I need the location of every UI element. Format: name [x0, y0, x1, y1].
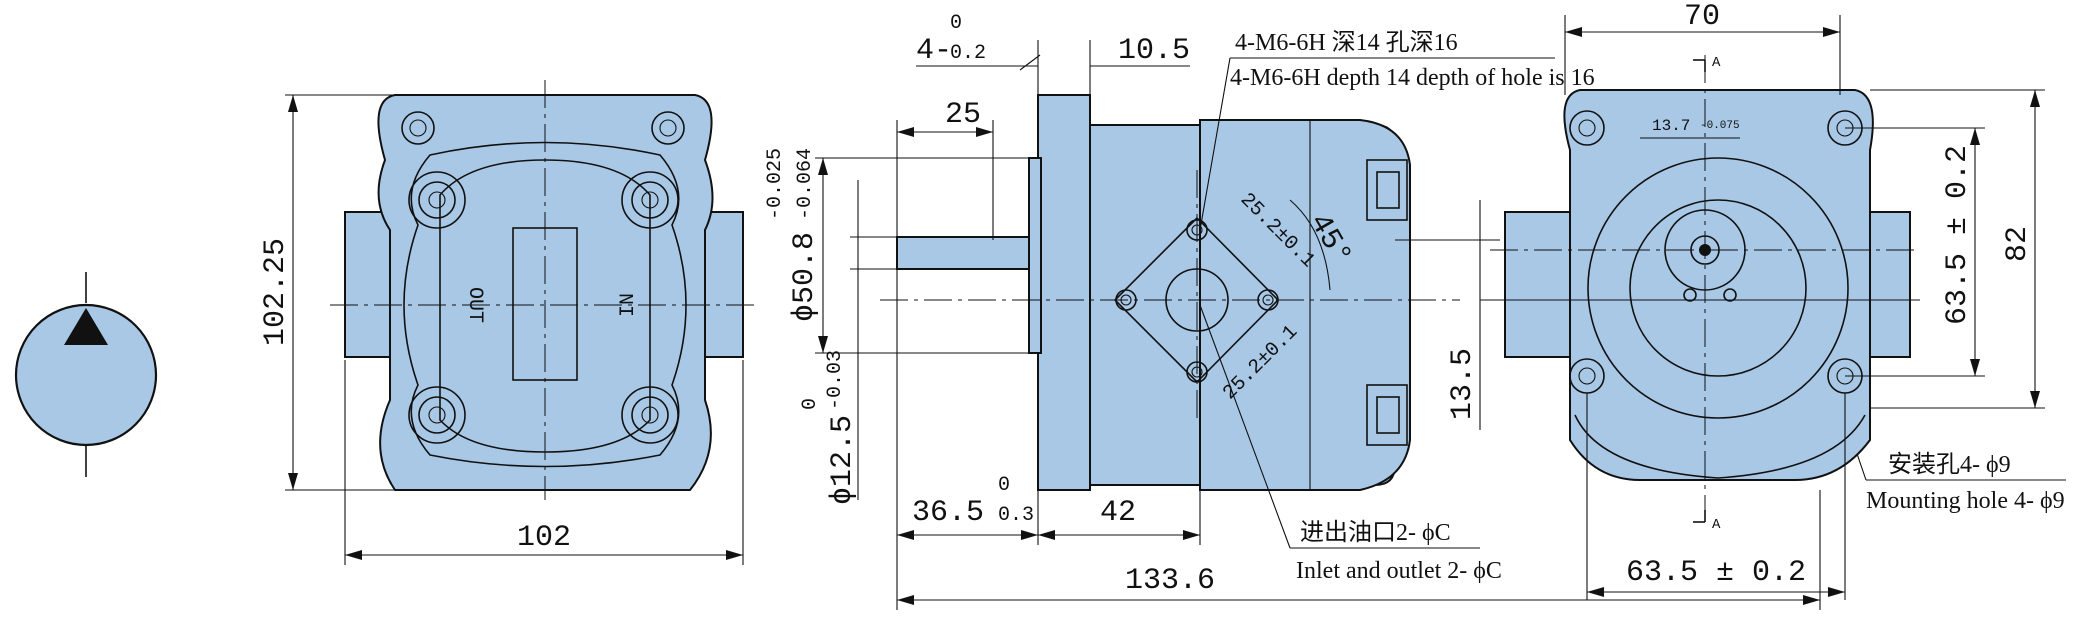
total-length-dim: 133.6: [1125, 564, 1215, 598]
offset-dim: 13.5: [1446, 348, 1480, 420]
bolt-head-tl: [408, 171, 466, 229]
mount-note-cn: 安装孔4- ϕ9: [1888, 451, 2011, 478]
rear-bolt-vertical-dim: 63.5 ± 0.2: [1941, 145, 1975, 325]
section-label-bottom: A: [1712, 517, 1721, 533]
key-dim: 13.7: [1652, 117, 1690, 135]
rear-width-dim: 70: [1684, 0, 1720, 34]
key-dim-tol: -0.075: [1700, 120, 1740, 132]
section-label-top: A: [1712, 55, 1721, 71]
flange-dim: 10.5: [1118, 34, 1190, 68]
shaft-length-dim: 36.5: [912, 496, 984, 530]
pilot-tol-lower: -0.064: [794, 148, 817, 220]
ports-note-en: Inlet and outlet 2- ϕC: [1296, 558, 1502, 584]
shaft-length-tol-upper: 0: [998, 474, 1010, 497]
pump-symbol: [14, 272, 158, 477]
front-width-dim: 102: [517, 521, 571, 555]
pump-symbol-triangle: [64, 308, 108, 345]
rear-bolt-horizontal-dim: 63.5 ± 0.2: [1626, 556, 1806, 590]
front-height-dim: 102.25: [259, 238, 293, 346]
shaft: [896, 236, 1030, 270]
pilot-dim: ϕ50.8: [788, 232, 822, 322]
port-in-label: IN: [617, 293, 640, 317]
shaft-tol-upper: 0: [799, 398, 822, 410]
mount-note-en: Mounting hole 4- ϕ9: [1866, 488, 2065, 514]
bolt-head-br: [621, 386, 679, 444]
front-view: OUT IN 102.25 102: [259, 80, 760, 565]
thread-note-cn: 4-M6-6H 深14 孔深16: [1235, 29, 1458, 56]
bolt-head-tr: [621, 171, 679, 229]
ports-note-cn: 进出油口2- ϕC: [1300, 519, 1451, 546]
rear-view: A A 13.7 -0.075 70 63.5 ± 0.2 82 63.5: [1480, 0, 2045, 600]
pump-symbol-circle: [14, 303, 158, 447]
keyway-tol-upper: 0: [950, 12, 962, 35]
shaft-tol-lower: -0.03: [824, 350, 847, 410]
shaft-length-tol-lower: 0.3: [998, 504, 1034, 527]
shaft-dim: ϕ12.5: [826, 415, 860, 505]
notes: 4-M6-6H 深14 孔深16 4-M6-6H depth 14 depth …: [1199, 29, 2066, 584]
bolt-head-bl: [408, 386, 466, 444]
keyway-dim: 4-: [916, 34, 952, 68]
key-length-dim: 25: [945, 98, 981, 132]
dim-42: 42: [1100, 496, 1136, 530]
side-view: 25.2±0.1 25.2±0.1 45° 4- 0 0.2 10.5 25 ϕ…: [764, 12, 1821, 610]
port-out-label: OUT: [463, 287, 486, 323]
thread-note-en: 4-M6-6H depth 14 depth of hole is 16: [1230, 65, 1595, 91]
pilot-tol-upper: -0.025: [764, 148, 787, 220]
rear-height-dim: 82: [2001, 226, 2035, 262]
keyway-tol-lower: 0.2: [950, 42, 986, 65]
